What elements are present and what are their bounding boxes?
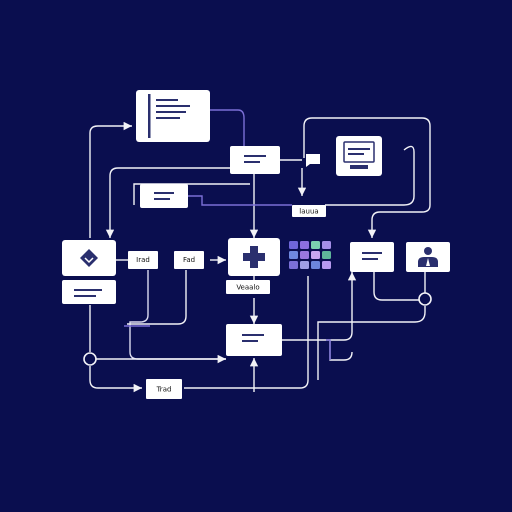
tag-under-label: Veaalo xyxy=(236,284,259,292)
person-icon xyxy=(418,247,438,267)
tag-under: Veaalo xyxy=(226,280,270,294)
person-node[interactable] xyxy=(406,242,450,272)
tag-bottom-label: Trad xyxy=(156,386,172,394)
chevron-logo-icon xyxy=(80,249,98,267)
logo-node[interactable] xyxy=(62,240,116,276)
grid-cell xyxy=(322,261,331,269)
process-node-top[interactable] xyxy=(230,146,280,174)
tag-top: lauua xyxy=(292,205,326,217)
monitor-node[interactable] xyxy=(336,136,382,176)
center-node[interactable] xyxy=(228,238,280,276)
grid-cell xyxy=(300,241,309,249)
process-node-lower-left[interactable] xyxy=(62,280,116,304)
tag-mid-label: Fad xyxy=(183,256,195,264)
junction-node-right xyxy=(418,292,432,306)
grid-cell xyxy=(289,241,298,249)
grid-cell xyxy=(311,251,320,259)
grid-cell xyxy=(322,251,331,259)
doc-node[interactable] xyxy=(136,90,210,142)
process-node-right[interactable] xyxy=(350,242,394,272)
grid-cell xyxy=(311,241,320,249)
grid-cell xyxy=(300,261,309,269)
monitor-icon xyxy=(343,141,375,169)
grid-cell xyxy=(289,251,298,259)
grid-cell xyxy=(289,261,298,269)
plus-cross-icon xyxy=(243,246,265,268)
color-grid-icon xyxy=(289,241,331,269)
tag-left: Irad xyxy=(128,251,158,269)
grid-cell xyxy=(322,241,331,249)
grid-cell xyxy=(300,251,309,259)
tag-mid: Fad xyxy=(174,251,204,269)
grid-cell xyxy=(311,261,320,269)
tag-top-label: lauua xyxy=(299,208,318,216)
junction-node-left xyxy=(83,352,97,366)
chat-icon xyxy=(306,154,320,167)
tag-bottom: Trad xyxy=(146,379,182,399)
tag-left-label: Irad xyxy=(136,256,150,264)
process-node-left[interactable] xyxy=(140,184,188,208)
process-node-bottom[interactable] xyxy=(226,324,282,356)
accent-connectors xyxy=(124,109,331,360)
